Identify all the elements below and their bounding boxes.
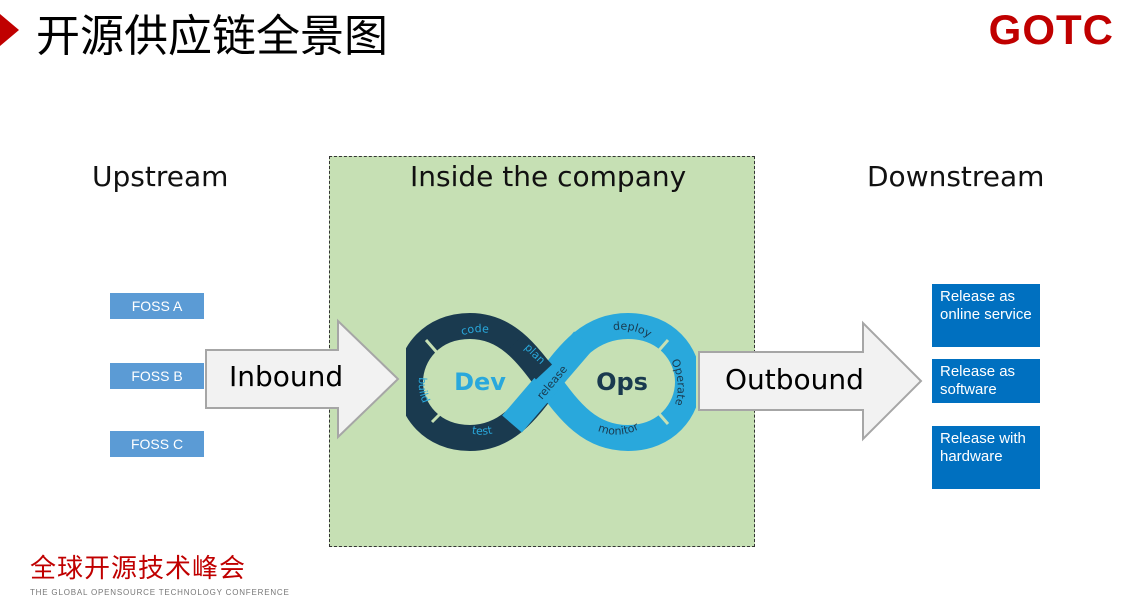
devops-ops-text: Ops [596, 368, 648, 396]
release-online-service-box: Release as online service [932, 284, 1040, 347]
inbound-label: Inbound [229, 360, 344, 393]
outbound-label: Outbound [725, 363, 864, 396]
footer-en-tagline: THE GLOBAL OPENSOURCE TECHNOLOGY CONFERE… [30, 588, 290, 597]
foss-box-a: FOSS A [110, 293, 204, 319]
release-software-box: Release as software [932, 359, 1040, 403]
foss-box-c: FOSS C [110, 431, 204, 457]
footer-cn-logo: 全球开源技术峰会 [30, 554, 247, 584]
stage-monitor-label: monitor [597, 420, 641, 438]
outbound-arrow [698, 320, 923, 442]
inside-company-label: Inside the company [410, 160, 687, 193]
devops-infinity-icon: Dev Ops code build test plan release dep… [406, 312, 696, 452]
upstream-label: Upstream [92, 160, 229, 193]
svg-text:build: build [416, 377, 433, 405]
slide-title: 开源供应链全景图 [36, 11, 388, 62]
devops-dev-text: Dev [454, 368, 506, 396]
gotc-logo: GOTC [988, 6, 1114, 53]
inbound-arrow [205, 318, 400, 440]
stage-test-label: test [471, 424, 494, 438]
title-marker-triangle [0, 14, 19, 46]
foss-box-b: FOSS B [110, 363, 204, 389]
svg-text:monitor: monitor [597, 420, 641, 438]
release-hardware-box: Release with hardware [932, 426, 1040, 489]
stage-build-label: build [416, 377, 433, 405]
downstream-label: Downstream [867, 160, 1045, 193]
svg-text:test: test [471, 424, 494, 438]
